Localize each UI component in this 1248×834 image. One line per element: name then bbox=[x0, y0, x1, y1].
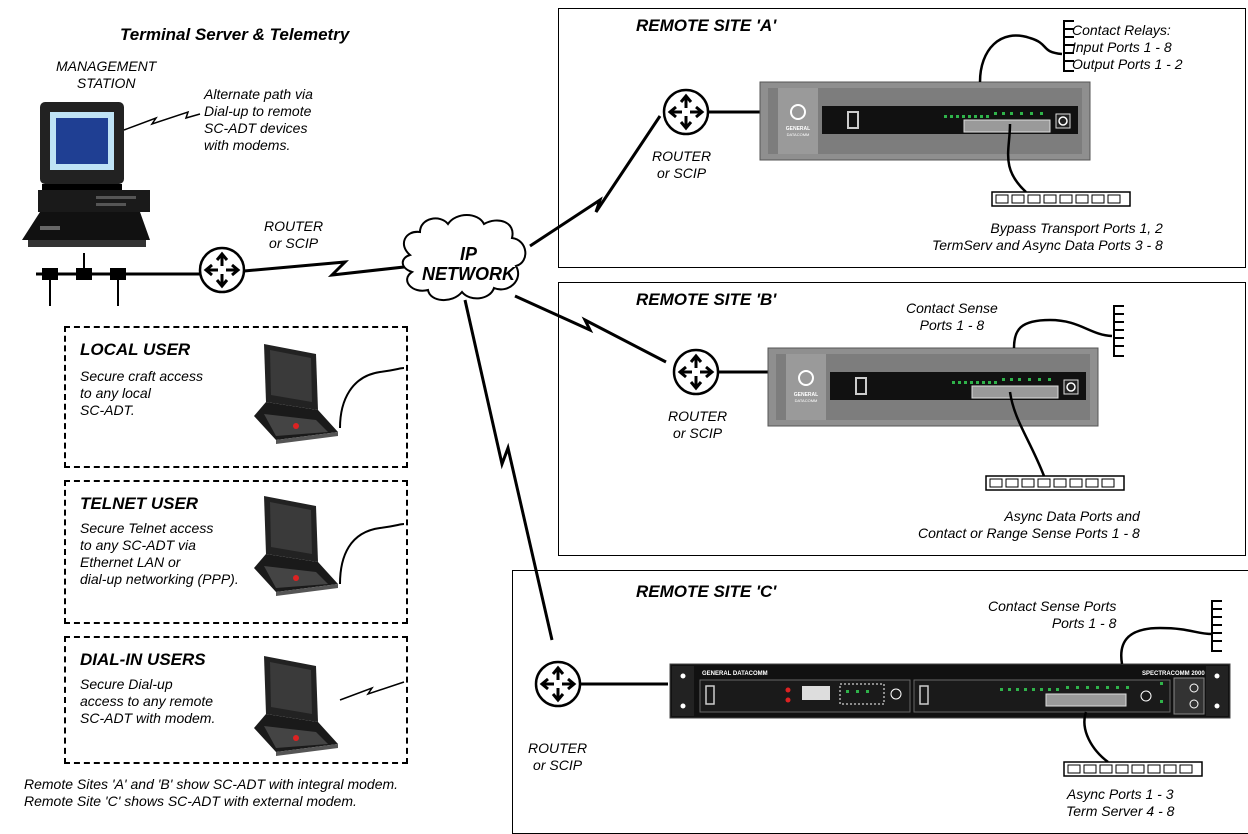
alternate-path-note: Alternate path via Dial-up to remote SC-… bbox=[204, 86, 313, 153]
telnet-user-title: TELNET USER bbox=[80, 494, 199, 513]
site-a-bottom-note: Bypass Transport Ports 1, 2 TermServ and… bbox=[932, 220, 1163, 253]
local-user-desc: Secure craft access to any local SC-ADT. bbox=[80, 368, 203, 418]
spectracomm-rack-device-icon: GENERAL DATACOMM SPECTRACOMM 2000 bbox=[669, 663, 1231, 719]
local-user-box bbox=[64, 326, 408, 468]
management-computer-icon bbox=[22, 102, 150, 247]
site-a-top-note: Contact Relays: Input Ports 1 - 8 Output… bbox=[1072, 22, 1183, 72]
dial-in-users-box bbox=[64, 636, 408, 764]
management-station-label: MANAGEMENT STATION bbox=[56, 58, 157, 91]
dial-in-users-desc: Secure Dial-up access to any remote SC-A… bbox=[80, 676, 216, 726]
router-site-a-label: ROUTER or SCIP bbox=[652, 148, 712, 181]
telnet-user-desc: Secure Telnet access to any SC-ADT via E… bbox=[80, 520, 239, 587]
remote-site-c-title: REMOTE SITE 'C' bbox=[636, 582, 777, 601]
remote-site-b-title: REMOTE SITE 'B' bbox=[636, 290, 777, 309]
footnote: Remote Sites 'A' and 'B' show SC-ADT wit… bbox=[24, 776, 399, 809]
remote-site-a-box bbox=[558, 8, 1246, 268]
svg-text:SPECTRACOMM 2000: SPECTRACOMM 2000 bbox=[1142, 671, 1205, 677]
site-b-top-note: Contact Sense Ports 1 - 8 bbox=[906, 300, 998, 333]
telnet-user-box bbox=[64, 480, 408, 624]
svg-text:GENERAL DATACOMM: GENERAL DATACOMM bbox=[702, 671, 768, 677]
router-site-c-label: ROUTER or SCIP bbox=[528, 740, 588, 773]
router-main-icon bbox=[198, 246, 246, 294]
ip-network-cloud-icon bbox=[401, 214, 527, 301]
site-c-top-note: Contact Sense Ports Ports 1 - 8 bbox=[988, 598, 1117, 631]
router-main-label: ROUTER or SCIP bbox=[264, 218, 324, 251]
dial-in-users-title: DIAL-IN USERS bbox=[80, 650, 206, 669]
site-b-bottom-note: Async Data Ports and Contact or Range Se… bbox=[918, 508, 1140, 541]
site-c-bottom-note: Async Ports 1 - 3 Term Server 4 - 8 bbox=[1066, 786, 1175, 819]
remote-site-b-box bbox=[558, 282, 1246, 556]
local-user-title: LOCAL USER bbox=[80, 340, 191, 359]
remote-site-a-title: REMOTE SITE 'A' bbox=[636, 16, 777, 35]
ip-network-label: IP NETWORK bbox=[422, 244, 515, 284]
router-site-b-label: ROUTER or SCIP bbox=[668, 408, 728, 441]
diagram-title: Terminal Server & Telemetry bbox=[120, 25, 350, 44]
